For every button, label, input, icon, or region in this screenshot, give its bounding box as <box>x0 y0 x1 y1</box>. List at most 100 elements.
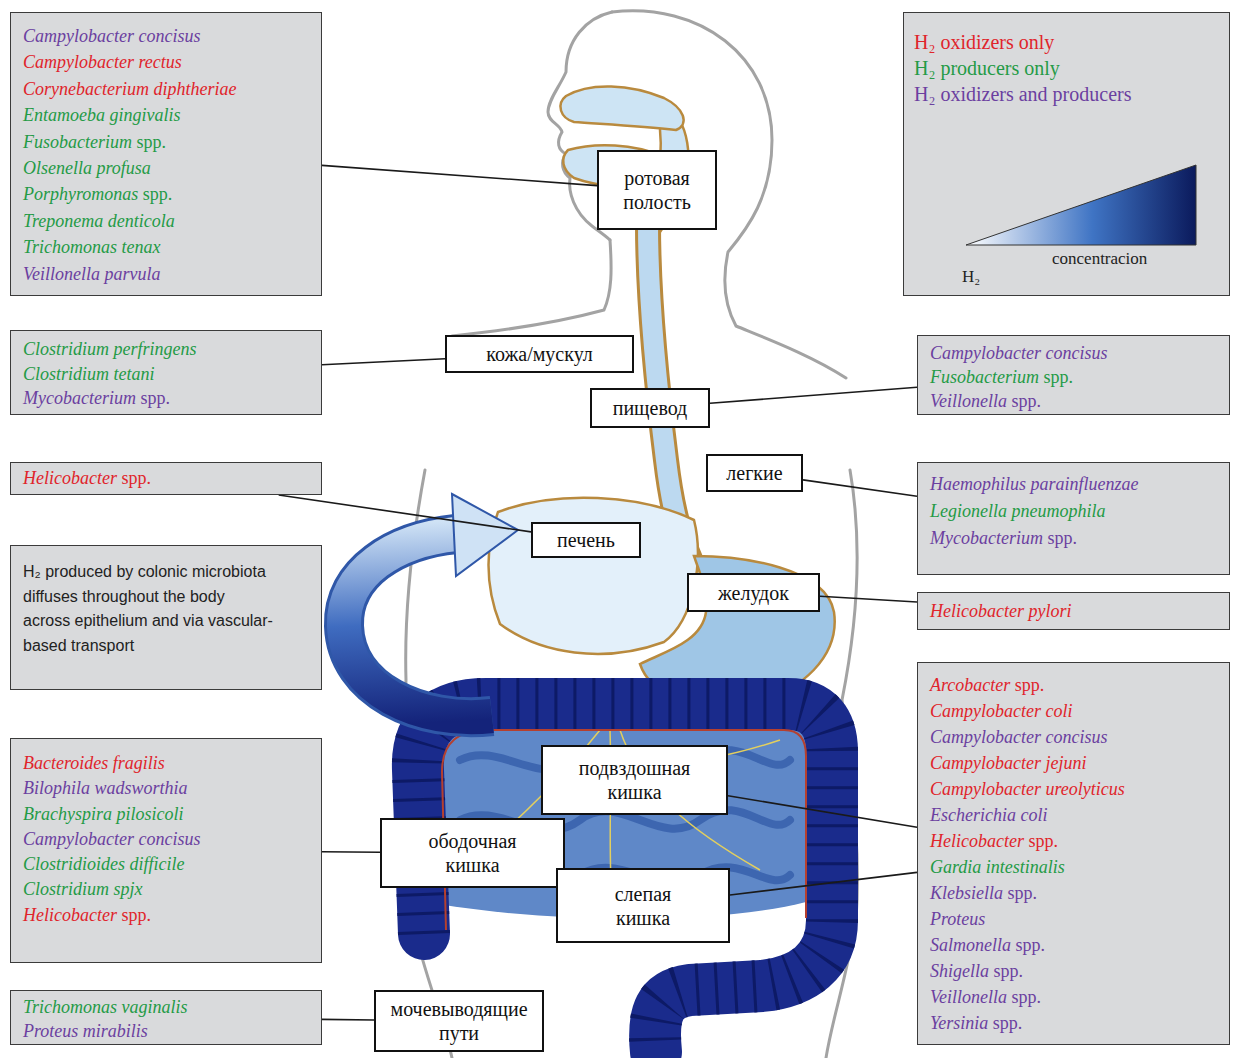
organ-name: легкие <box>711 461 799 485</box>
legend-text: H₂ producers only <box>914 57 1060 79</box>
leader-line <box>730 872 917 895</box>
organ-label: кожа/мускул <box>445 335 634 373</box>
leader-line <box>820 596 917 602</box>
organ-name: ротовая полость <box>607 166 707 214</box>
species-name: Bilophila wadsworthia <box>23 776 315 801</box>
species-name: Escherichia coli <box>930 802 1223 828</box>
body-outline <box>402 11 857 1058</box>
genus-suffix: spp. <box>136 388 170 408</box>
organ-name: мочевыводящие пути <box>384 997 534 1045</box>
species-name: Fusobacterium spp. <box>930 365 1223 389</box>
species-name: Proteus <box>930 906 1223 932</box>
species-name: Arcobacter spp. <box>930 672 1223 698</box>
species-name: Entamoeba gingivalis <box>23 102 315 128</box>
legend-panel: H₂ oxidizers only H₂ producers only H₂ oxi… <box>903 12 1230 296</box>
species-box: Bacteroides fragilisBilophila wadsworthi… <box>10 738 322 963</box>
genus-suffix: spp. <box>989 961 1023 981</box>
species-name: Helicobacter spp. <box>23 903 315 928</box>
species-name: Helicobacter spp. <box>23 466 315 490</box>
leader-line <box>803 480 917 496</box>
species-name: Campylobacter ureolyticus <box>930 776 1223 802</box>
species-box: Clostridium perfringensClostridium tetan… <box>10 330 322 415</box>
genus-suffix: spp. <box>1043 528 1077 548</box>
legend-entry: H₂ oxidizers and producers <box>914 81 1229 107</box>
organ-label: желудок <box>687 573 820 612</box>
note-box: H₂ produced by colonic microbiota diffus… <box>10 545 322 690</box>
organ-label: ротовая полость <box>597 150 717 230</box>
organ-label: легкие <box>706 454 803 492</box>
genus-suffix: spp. <box>1007 987 1041 1007</box>
species-box: Helicobacter spp. <box>10 462 322 495</box>
species-name: Campylobacter concisus <box>930 341 1223 365</box>
species-name: Porphyromonas spp. <box>23 181 315 207</box>
diffusion-arrowhead <box>452 494 518 576</box>
species-name: Veillonella parvula <box>23 261 315 287</box>
species-name: Campylobacter jejuni <box>930 750 1223 776</box>
species-name: Campylobacter coli <box>930 698 1223 724</box>
genus-suffix: spp. <box>1007 391 1041 411</box>
axis-label: H₂ <box>962 267 980 287</box>
species-name: Clostridioides difficile <box>23 852 315 877</box>
species-name: Proteus mirabilis <box>23 1019 315 1043</box>
species-box: Helicobacter pylori <box>917 592 1230 630</box>
organ-name: желудок <box>693 581 815 605</box>
species-name: Campylobacter rectus <box>23 49 315 75</box>
species-name: Mycobacterium spp. <box>930 525 1223 552</box>
organ-name: ободочная кишка <box>413 829 533 877</box>
organ-label: пищевод <box>590 388 710 428</box>
genus-suffix: spp. <box>132 132 166 152</box>
leader-line <box>322 851 380 853</box>
legend-entry: H₂ producers only <box>914 55 1229 81</box>
organ-label: ободочная кишка <box>380 818 565 888</box>
species-name: Clostridium spjx <box>23 877 315 902</box>
species-box: Campylobacter concisusCampylobacter rect… <box>10 12 322 296</box>
organ-name: подвздошная кишка <box>563 756 706 804</box>
organ-label: печень <box>531 522 641 558</box>
organ-label: подвздошная кишка <box>541 745 728 815</box>
species-name: Bacteroides fragilis <box>23 751 315 776</box>
genus-suffix: spp. <box>1010 675 1044 695</box>
species-box: Arcobacter spp.Campylobacter coliCampylo… <box>917 662 1230 1045</box>
genus-suffix: spp. <box>138 184 172 204</box>
organ-label: слепая кишка <box>556 868 730 943</box>
genus-suffix: spp. <box>117 468 151 488</box>
species-name: Klebsiella spp. <box>930 880 1223 906</box>
organ-name: слепая кишка <box>598 882 688 930</box>
species-name: Legionella pneumophila <box>930 498 1223 525</box>
legend-text: H₂ oxidizers and producers <box>914 83 1131 105</box>
leader-line <box>728 796 917 828</box>
leader-line <box>322 359 445 365</box>
genus-suffix: spp. <box>1039 367 1073 387</box>
species-name: Helicobacter pylori <box>930 599 1223 623</box>
species-name: Gardia intestinalis <box>930 854 1223 880</box>
species-name: Campylobacter concisus <box>23 827 315 852</box>
legend-list: H₂ oxidizers only H₂ producers only H₂ oxi… <box>904 13 1229 107</box>
note-text: H₂ produced by colonic microbiota diffus… <box>23 560 275 658</box>
genus-suffix: spp. <box>1003 883 1037 903</box>
nasal-cavity <box>560 86 683 130</box>
species-name: Clostridium tetani <box>23 362 315 387</box>
species-name: Campylobacter concisus <box>23 23 315 49</box>
wedge <box>966 165 1196 245</box>
organ-name: печень <box>536 528 636 552</box>
organ-label: мочевыводящие пути <box>374 990 544 1052</box>
species-name: Treponema denticola <box>23 208 315 234</box>
species-name: Veillonella spp. <box>930 389 1223 413</box>
species-name: Clostridium perfringens <box>23 337 315 362</box>
species-name: Brachyspira pilosicoli <box>23 802 315 827</box>
genus-suffix: spp. <box>1011 935 1045 955</box>
species-name: Helicobacter spp. <box>930 828 1223 854</box>
species-name: Mycobacterium spp. <box>23 386 315 411</box>
species-box: Trichomonas vaginalisProteus mirabilis <box>10 990 322 1045</box>
legend-text: H₂ oxidizers only <box>914 31 1054 53</box>
species-name: Salmonella spp. <box>930 932 1223 958</box>
species-box: Haemophilus parainfluenzaeLegionella pne… <box>917 462 1230 575</box>
species-box: Campylobacter concisusFusobacterium spp.… <box>917 335 1230 415</box>
genus-suffix: spp. <box>1024 831 1058 851</box>
leader-line <box>322 1019 374 1021</box>
leader-line <box>279 495 531 532</box>
axis-label: concentracion <box>1052 249 1147 269</box>
leader-line <box>322 165 597 185</box>
neck-front <box>452 240 611 336</box>
